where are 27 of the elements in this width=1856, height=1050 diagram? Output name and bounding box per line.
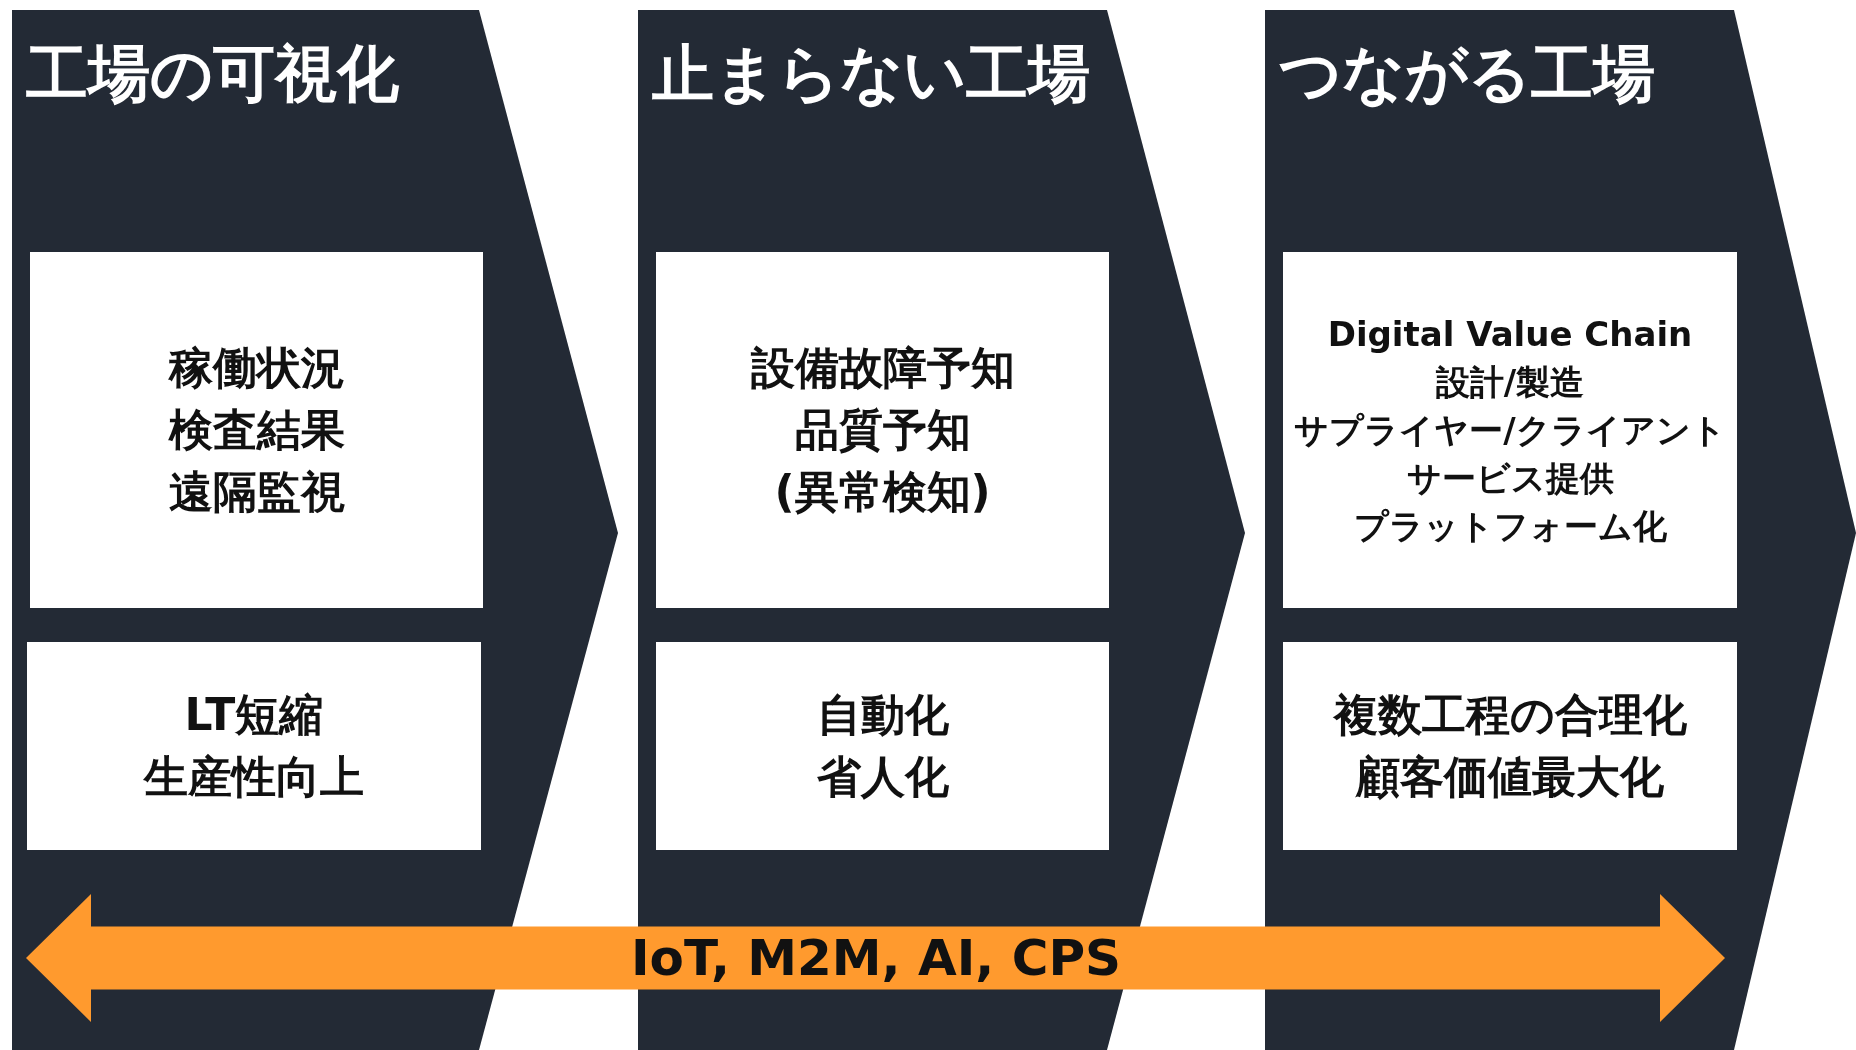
list-item: 検査結果 [168,403,345,457]
list-item: (異常検知) [774,465,991,519]
heading: 工場の可視化 [26,36,399,112]
list-item: 品質予知 [794,403,971,457]
list-item: サービス提供 [1406,457,1614,500]
text-box [656,252,1109,608]
list-item: プラットフォーム化 [1353,505,1667,548]
heading: つながる工場 [1279,36,1655,112]
list-item: 設計/製造 [1435,361,1585,404]
text-box [1283,642,1737,850]
heading: 止まらない工場 [652,36,1090,112]
list-item: サプライヤー/クライアント [1294,409,1726,452]
list-item: 複数工程の合理化 [1333,688,1687,742]
text-box [1283,252,1737,608]
text-box [30,252,483,608]
list-item: 生産性向上 [144,750,364,804]
list-item: 省人化 [816,750,949,804]
list-item: 顧客価値最大化 [1356,750,1664,804]
list-item: 設備故障予知 [750,341,1015,395]
text-box [27,642,481,850]
list-item: 遠隔監視 [168,465,345,519]
list-item: 稼働状況 [168,341,345,395]
list-item: Digital Value Chain [1327,313,1693,356]
list-item: 自動化 [816,688,949,742]
text-box [656,642,1109,850]
list-item: LT短縮 [184,688,324,742]
arrow-label: IoT, M2M, AI, CPS [630,929,1122,987]
